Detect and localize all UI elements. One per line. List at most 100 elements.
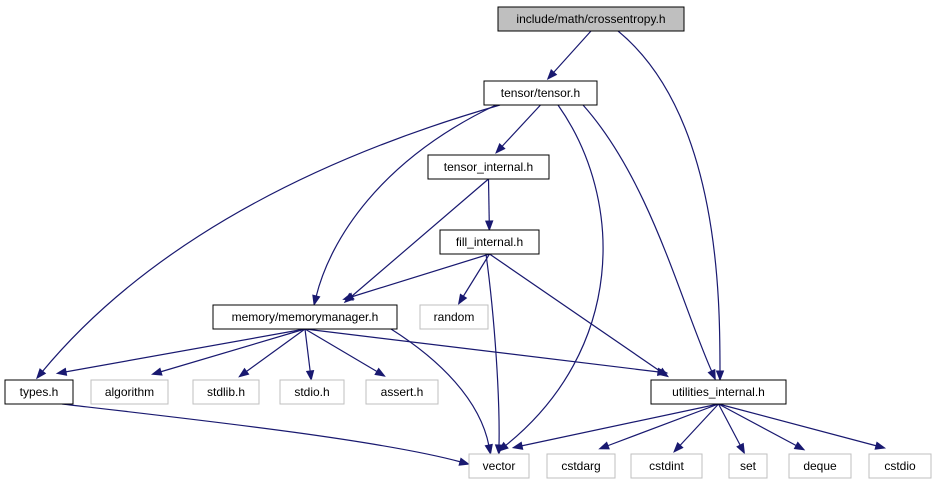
node-label: cstdint	[649, 459, 684, 473]
node-label: cstdarg	[561, 459, 600, 473]
edge-memorymanager-to-algorithm	[159, 328, 306, 373]
node-label: vector	[483, 459, 516, 473]
node-random: random	[419, 304, 489, 330]
node-label: assert.h	[381, 385, 424, 399]
edges-layer	[36, 30, 887, 466]
node-box	[483, 80, 598, 106]
node-types[interactable]: types.h	[4, 379, 74, 405]
node-box	[427, 154, 550, 180]
node-label: set	[740, 459, 757, 473]
edge-fill-internal-to-random-arrowhead	[457, 293, 468, 305]
edge-utilities-to-cstdint-arrowhead	[673, 442, 684, 453]
node-label: include/math/crossentropy.h	[516, 12, 665, 26]
node-box	[788, 453, 852, 479]
node-box	[90, 379, 169, 405]
node-memorymanager[interactable]: memory/memorymanager.h	[212, 304, 398, 330]
edge-utilities-to-cstdio	[718, 403, 878, 447]
node-box	[212, 304, 398, 330]
node-cstdarg: cstdarg	[546, 453, 616, 479]
edge-tensor-internal-to-fill-internal-arrowhead	[484, 220, 494, 232]
edge-memorymanager-to-vector	[390, 328, 490, 447]
node-utilities[interactable]: utilities_internal.h	[650, 379, 787, 405]
edge-memorymanager-to-vector-arrowhead	[484, 443, 493, 456]
edge-types-to-vector	[61, 403, 462, 463]
edge-fill-internal-to-memorymanager-arrowhead	[342, 292, 354, 301]
node-label: tensor/tensor.h	[501, 86, 580, 100]
edge-crossentropy-to-utilities-arrowhead	[715, 370, 725, 382]
node-stdlib: stdlib.h	[192, 379, 260, 405]
node-algorithm: algorithm	[90, 379, 169, 405]
edge-memorymanager-to-stdio-arrowhead	[305, 369, 315, 382]
node-box	[868, 453, 932, 479]
edge-utilities-to-vector	[520, 403, 719, 447]
edge-tensor-to-memorymanager	[315, 104, 497, 298]
edge-memorymanager-to-stdlib-arrowhead	[238, 367, 250, 378]
edge-fill-internal-to-random	[462, 253, 491, 298]
edge-tensor-internal-to-fill-internal	[487, 178, 490, 223]
node-box	[497, 6, 685, 32]
node-label: fill_internal.h	[456, 235, 523, 249]
edge-utilities-to-cstdarg	[606, 403, 719, 447]
edge-tensor-to-types-arrowhead	[36, 368, 47, 380]
edge-memorymanager-to-utilities	[304, 328, 660, 373]
edge-fill-internal-to-vector-arrowhead	[494, 444, 504, 456]
edge-utilities-to-deque-arrowhead	[793, 441, 806, 451]
node-tensor[interactable]: tensor/tensor.h	[483, 80, 598, 106]
node-set: set	[728, 453, 768, 479]
edge-utilities-to-set-arrowhead	[736, 442, 745, 455]
edge-memorymanager-to-assert-arrowhead	[374, 367, 386, 377]
node-tensor-internal[interactable]: tensor_internal.h	[427, 154, 550, 180]
edge-memorymanager-to-utilities-arrowhead	[657, 367, 669, 377]
node-box	[439, 229, 540, 255]
node-box	[630, 453, 703, 479]
edge-fill-internal-to-memorymanager	[350, 253, 490, 298]
node-label: types.h	[20, 385, 59, 399]
node-label: utilities_internal.h	[672, 385, 765, 399]
edge-tensor-to-tensor-internal-arrowhead	[495, 143, 506, 154]
node-fill-internal[interactable]: fill_internal.h	[439, 229, 540, 255]
node-cstdio: cstdio	[868, 453, 932, 479]
edge-memorymanager-to-types	[64, 328, 306, 373]
node-label: memory/memorymanager.h	[232, 310, 379, 324]
node-label: stdio.h	[294, 385, 329, 399]
edge-utilities-to-vector-arrowhead	[511, 441, 524, 450]
edge-tensor-to-vector	[504, 104, 604, 447]
node-assert: assert.h	[365, 379, 439, 405]
edge-tensor-to-types	[41, 104, 501, 373]
node-box	[546, 453, 616, 479]
edge-tensor-to-utilities	[582, 104, 713, 373]
nodes-layer: include/math/crossentropy.h tensor/tensor…	[4, 6, 932, 479]
edge-memorymanager-to-stdlib	[245, 328, 306, 373]
node-box	[468, 453, 530, 479]
edge-tensor-to-utilities-arrowhead	[707, 368, 716, 381]
edge-memorymanager-to-algorithm-arrowhead	[151, 367, 163, 376]
node-crossentropy[interactable]: include/math/crossentropy.h	[497, 6, 685, 32]
edge-utilities-to-cstdint	[679, 403, 719, 447]
edge-crossentropy-to-utilities	[617, 30, 721, 373]
node-label: cstdio	[884, 459, 916, 473]
node-label: tensor_internal.h	[444, 160, 533, 174]
edge-utilities-to-cstdarg-arrowhead	[598, 441, 610, 450]
edge-utilities-to-deque	[718, 403, 798, 447]
node-box	[4, 379, 74, 405]
node-box	[728, 453, 768, 479]
node-box	[650, 379, 787, 405]
node-box	[365, 379, 439, 405]
edge-memorymanager-to-stdio	[304, 328, 311, 373]
edge-tensor-to-memorymanager-arrowhead	[312, 294, 321, 307]
edge-tensor-internal-to-memorymanager	[350, 178, 489, 298]
edge-utilities-to-set	[717, 403, 742, 447]
node-label: algorithm	[105, 385, 154, 399]
edge-memorymanager-to-assert	[304, 328, 379, 373]
node-box	[192, 379, 260, 405]
edge-fill-internal-to-utilities	[489, 253, 662, 373]
edge-fill-internal-to-vector	[485, 253, 500, 447]
node-stdio: stdio.h	[279, 379, 345, 405]
edge-memorymanager-to-types-arrowhead	[55, 367, 68, 376]
node-cstdint: cstdint	[630, 453, 703, 479]
edge-tensor-to-tensor-internal	[501, 104, 541, 148]
node-box	[279, 379, 345, 405]
edge-crossentropy-to-tensor	[552, 30, 592, 74]
node-label: random	[434, 310, 475, 324]
